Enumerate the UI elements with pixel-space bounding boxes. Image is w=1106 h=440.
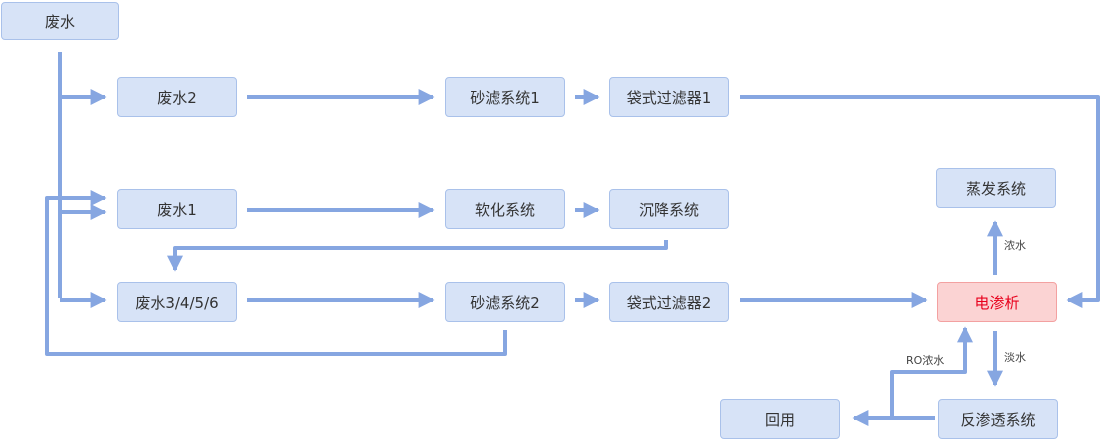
edge-bag-filter-1-to-electrodialysis <box>740 95 1100 308</box>
node-bag-filter-2: 袋式过滤器2 <box>609 282 729 322</box>
node-wastewater-2: 废水2 <box>117 77 237 117</box>
node-wastewater-1: 废水1 <box>117 189 237 229</box>
node-evaporation: 蒸发系统 <box>936 168 1056 208</box>
node-wastewater-3456: 废水3/4/5/6 <box>117 282 237 322</box>
label-ro-concentrate: RO浓水 <box>906 354 945 367</box>
edge-sedimentation-to-wastewater-3456 <box>167 240 668 272</box>
node-sand-filter-1: 砂滤系统1 <box>445 77 565 117</box>
node-reuse: 回用 <box>720 399 840 439</box>
node-electrodialysis: 电渗析 <box>937 282 1057 322</box>
label-concentrate: 浓水 <box>1004 239 1026 252</box>
node-sedimentation: 沉降系统 <box>609 189 729 229</box>
edge-ro-concentrate-to-electrodialysis <box>890 326 973 418</box>
node-reverse-osmosis: 反渗透系统 <box>938 399 1058 439</box>
edge-sand-filter-2-recycle-to-wastewater-1 <box>45 196 507 356</box>
label-dilute: 淡水 <box>1004 351 1026 364</box>
node-wastewater: 废水 <box>1 2 119 40</box>
node-bag-filter-1: 袋式过滤器1 <box>609 77 729 117</box>
node-softening: 软化系统 <box>445 189 565 229</box>
node-sand-filter-2: 砂滤系统2 <box>445 282 565 322</box>
